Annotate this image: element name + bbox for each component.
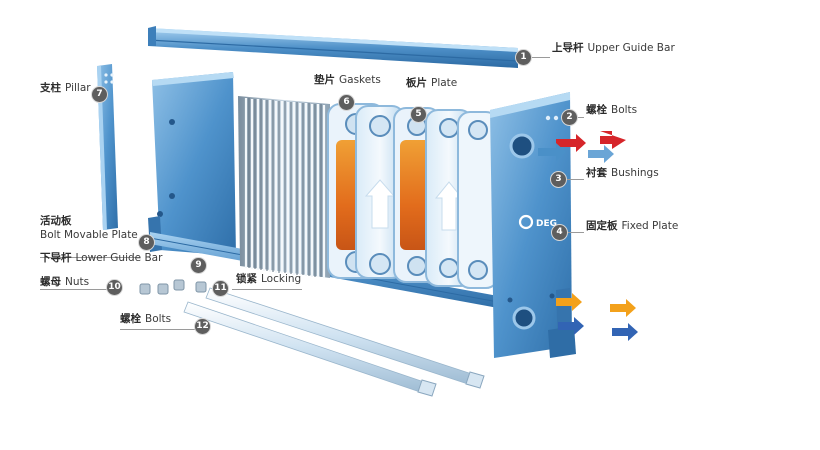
label-zh: 螺栓 (120, 313, 141, 325)
label-en: Locking (261, 273, 302, 285)
leader-line (40, 289, 108, 290)
svg-text:DEG: DEG (536, 219, 557, 229)
leader-line (567, 232, 584, 233)
label-en: Bolts (145, 313, 172, 325)
leader-line (576, 117, 584, 118)
label-zh: 垫片 (314, 74, 335, 86)
plate-stack (238, 96, 330, 278)
label-en: Nuts (65, 276, 90, 288)
deg-logo: DEG (518, 214, 557, 230)
label-bolts-bottom: 螺栓 Bolts (120, 313, 171, 326)
blue-outlet-arrows (538, 143, 614, 163)
badge-1: 1 (516, 50, 531, 65)
badge-11: 11 (213, 281, 228, 296)
label-zh: 衬套 (586, 167, 607, 179)
label-en: Pillar (65, 82, 91, 94)
label-movable-plate: 活动板 Bolt Movable Plate (40, 214, 138, 242)
label-en: Upper Guide Bar (587, 42, 675, 54)
leader-line (120, 329, 196, 330)
badge-6: 6 (339, 95, 354, 110)
label-zh: 下导杆 (40, 252, 72, 264)
label-gaskets: 垫片 Gaskets (314, 74, 381, 87)
label-en: Bolts (611, 104, 638, 116)
leader-line (530, 57, 550, 58)
badge-3: 3 (551, 172, 566, 187)
leader-line (566, 179, 584, 180)
label-en: Plate (431, 77, 458, 89)
warm-outlet-arrows (556, 293, 636, 317)
label-plate: 板片 Plate (406, 77, 457, 90)
pillar (97, 64, 118, 230)
upper-guide-bar (147, 26, 519, 68)
nut-parts (139, 279, 207, 295)
label-zh: 螺母 (40, 276, 61, 288)
badge-7: 7 (92, 87, 107, 102)
badge-8: 8 (139, 235, 154, 250)
badge-10: 10 (107, 280, 122, 295)
leader-line (40, 257, 140, 258)
label-en: Fixed Plate (621, 220, 679, 232)
badge-9: 9 (191, 258, 206, 273)
label-zh: 固定板 (586, 220, 618, 232)
badge-5: 5 (411, 107, 426, 122)
label-en: Bushings (611, 167, 659, 179)
label-zh: 支柱 (40, 82, 61, 94)
label-zh: 上导杆 (552, 42, 584, 54)
label-en: Lower Guide Bar (75, 252, 163, 264)
hot-inlet-arrows (556, 131, 626, 152)
label-zh: 锁紧 (236, 273, 257, 285)
leader-line (232, 289, 302, 290)
cold-inlet-arrows (558, 317, 638, 341)
label-bolts-top: 螺栓 Bolts (586, 104, 637, 117)
label-nuts: 螺母 Nuts (40, 276, 89, 289)
badge-4: 4 (552, 225, 567, 240)
label-en: Bolt Movable Plate (40, 229, 138, 241)
label-locking: 锁紧 Locking (236, 273, 301, 286)
gasket-plate-5 (457, 111, 499, 289)
label-zh: 活动板 (40, 215, 72, 227)
label-en: Gaskets (339, 74, 381, 86)
bolt-rods (183, 287, 485, 397)
movable-plate (148, 72, 236, 256)
label-zh: 螺栓 (586, 104, 607, 116)
label-bushings: 衬套 Bushings (586, 167, 659, 180)
badge-2: 2 (562, 110, 577, 125)
label-zh: 板片 (406, 77, 427, 89)
badge-12: 12 (195, 319, 210, 334)
label-pillar: 支柱 Pillar (40, 82, 91, 95)
